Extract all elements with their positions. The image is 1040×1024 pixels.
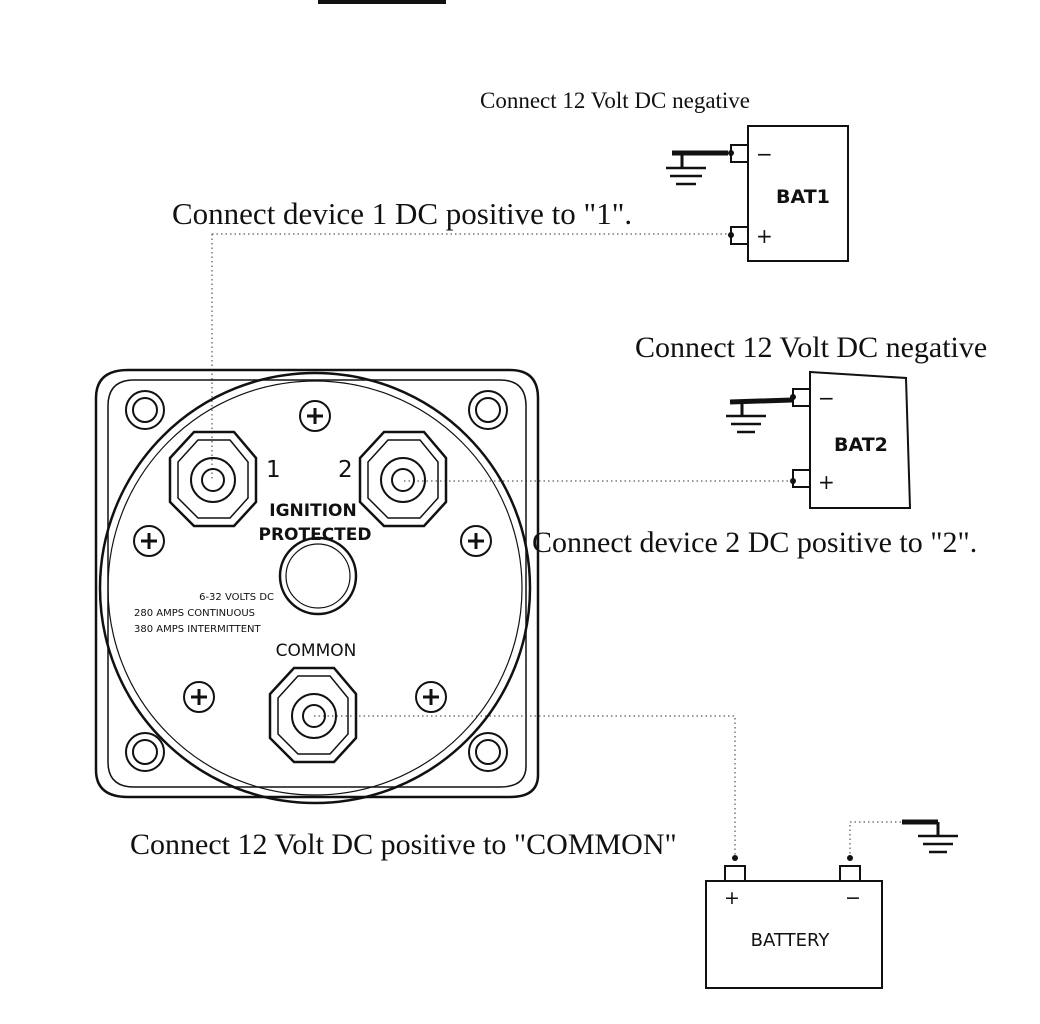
- bat2-name: BAT2: [834, 434, 888, 456]
- battery-negative-post: [839, 865, 861, 882]
- main-battery: + − BATTERY: [705, 855, 883, 989]
- wire-device1-to-bat1: [211, 233, 730, 480]
- ignition-label: IGNITION: [269, 501, 356, 521]
- battery-plus-sign: +: [724, 887, 740, 909]
- mounting-hole-top-right: [468, 390, 508, 430]
- battery-ground-symbol: [849, 819, 958, 858]
- terminal-2-label: 2: [338, 457, 353, 483]
- terminal-1-label: 1: [266, 457, 281, 483]
- spec-voltage: 6-32 VOLTS DC: [199, 592, 274, 603]
- spec-intermittent: 380 AMPS INTERMITTENT: [134, 624, 262, 635]
- bat2-negative-label: Connect 12 Volt DC negative: [635, 331, 987, 364]
- mounting-hole-bottom-left: [125, 732, 165, 772]
- screw-bottom-left: [183, 681, 215, 713]
- bat2-battery: − + BAT2: [790, 370, 912, 509]
- bat2-ground-symbol: [726, 397, 793, 434]
- screw-bottom-right: [415, 681, 447, 713]
- bat2-minus-sign: −: [818, 386, 835, 410]
- terminal-2: [358, 430, 448, 528]
- wire-common-to-battery: [314, 715, 736, 858]
- battery-name: BATTERY: [751, 930, 831, 951]
- common-label: Connect 12 Volt DC positive to "COMMON": [130, 828, 677, 861]
- terminal-1: [168, 430, 258, 528]
- bat1-minus-sign: −: [756, 142, 773, 166]
- mounting-hole-bottom-right: [468, 732, 508, 772]
- protected-label: PROTECTED: [258, 525, 371, 545]
- bat1-negative-label: Connect 12 Volt DC negative: [480, 88, 750, 113]
- bat2-positive-terminal: [792, 469, 811, 488]
- screw-right: [460, 525, 492, 557]
- bat1-name: BAT1: [776, 186, 830, 208]
- spec-continuous: 280 AMPS CONTINUOUS: [134, 608, 255, 619]
- bat1-plus-sign: +: [756, 224, 773, 248]
- common-terminal-label: COMMON: [276, 641, 357, 661]
- screw-top: [299, 400, 331, 432]
- battery-positive-post: [724, 865, 746, 882]
- bat1-ground-symbol: [666, 150, 728, 186]
- center-knob: [278, 536, 358, 616]
- terminal-common: [268, 666, 358, 764]
- battery-minus-sign: −: [845, 887, 861, 909]
- device2-label: Connect device 2 DC positive to "2".: [532, 526, 977, 559]
- mounting-hole-top-left: [125, 390, 165, 430]
- bat2-plus-sign: +: [818, 470, 835, 494]
- bat1-battery: − + BAT1: [728, 125, 849, 262]
- device1-label: Connect device 1 DC positive to "1".: [172, 196, 632, 231]
- screw-left: [133, 525, 165, 557]
- battery-switch: 1 2 IGNITION PROTECTED 6-32 VOLTS DC 280…: [94, 368, 540, 805]
